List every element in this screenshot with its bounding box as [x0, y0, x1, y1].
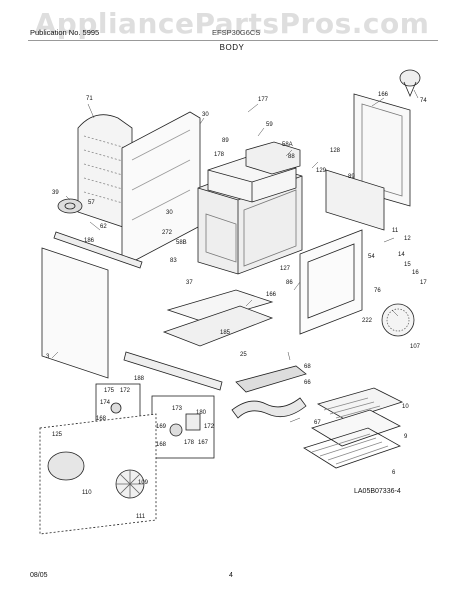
part-label: 86 [286, 280, 293, 286]
part-label: 127 [280, 266, 291, 272]
part-label: 125 [52, 432, 63, 438]
part-label: 83 [170, 258, 177, 264]
bottom-rail [123, 351, 223, 391]
part-label: 174 [100, 400, 111, 406]
part-label: 25 [240, 352, 247, 358]
broil-pan [162, 289, 274, 347]
part-label: 66 [304, 380, 311, 386]
part-label: 168 [156, 442, 167, 448]
part-label: 178 [184, 440, 195, 446]
part-label: 12 [404, 236, 411, 242]
part-label: 88 [288, 154, 295, 160]
burner-ring [57, 198, 83, 214]
publication-number: Publication No. 5995 [30, 28, 100, 37]
model-number: EFSP30G6CS [212, 28, 261, 37]
part-label: 39 [52, 190, 59, 196]
part-label: 168 [96, 416, 107, 422]
fan-cover [381, 303, 415, 337]
section-title: BODY [219, 43, 245, 52]
part-label: 14 [398, 252, 405, 258]
part-label: 185 [220, 330, 231, 336]
part-label: 17 [420, 280, 427, 286]
part-label: 58A [282, 142, 293, 148]
part-label: 186 [84, 238, 95, 244]
part-label: 62 [100, 224, 107, 230]
part-label: 67 [314, 420, 321, 426]
part-label: 129 [316, 168, 327, 174]
left-side-panel [41, 247, 109, 379]
part-label: 76 [374, 288, 381, 294]
part-labels: 71 177 166 74 30 59 89 178 58A 88 128 12… [46, 92, 427, 520]
part-label: 58B [176, 240, 187, 246]
inset-box-motor [39, 413, 157, 535]
part-label: 175 [104, 388, 115, 394]
part-label: 57 [88, 200, 95, 206]
side-frame [121, 111, 201, 263]
part-label: 178 [214, 152, 225, 158]
part-label: 109 [138, 480, 149, 486]
part-label: 74 [420, 98, 427, 104]
part-label: 10 [402, 404, 409, 410]
part-label: 6 [392, 470, 396, 476]
oven-racks [303, 387, 404, 469]
footer-date: 08/05 [30, 572, 48, 579]
part-label: 180 [196, 410, 207, 416]
part-label: 11 [392, 228, 399, 234]
part-label: 30 [166, 210, 173, 216]
part-label: 107 [410, 344, 421, 350]
part-label: 167 [198, 440, 209, 446]
part-label: 111 [136, 514, 146, 520]
part-label: 166 [266, 292, 277, 298]
part-label: 68 [304, 364, 311, 370]
part-label: 188 [134, 376, 145, 382]
part-label: 59 [266, 122, 273, 128]
leader-lines [51, 89, 419, 423]
inset-box-middle [151, 395, 215, 459]
part-label: 9 [404, 434, 408, 440]
part-label: 15 [404, 262, 411, 268]
part-label: 222 [362, 318, 373, 324]
part-label: 16 [412, 270, 419, 276]
drawing-number: LA05B07336-4 [354, 488, 401, 495]
oven-door [325, 93, 411, 231]
part-label: 272 [162, 230, 173, 236]
part-label: 54 [368, 254, 375, 260]
trim-strip [53, 231, 143, 269]
part-label: 30 [202, 112, 209, 118]
part-label: 37 [186, 280, 193, 286]
part-label: 71 [86, 96, 93, 102]
part-label: 128 [330, 148, 341, 154]
bake-element [231, 365, 307, 419]
part-label: 169 [156, 424, 167, 430]
watermark: AppliancePartsPros.com [34, 7, 430, 40]
part-label: 110 [82, 490, 92, 496]
front-frame [299, 229, 363, 335]
page-number: 4 [229, 572, 233, 579]
part-label: 3 [46, 354, 50, 360]
part-label: 177 [258, 97, 269, 103]
part-label: 166 [378, 92, 389, 98]
top-insulation-box [207, 141, 301, 203]
part-label: 172 [120, 388, 131, 394]
part-label: 173 [172, 406, 183, 412]
part-label: 89 [222, 138, 229, 144]
part-label: 89 [348, 174, 355, 180]
knob [399, 69, 421, 98]
part-label: 172 [204, 424, 215, 430]
header-rule [28, 40, 438, 41]
